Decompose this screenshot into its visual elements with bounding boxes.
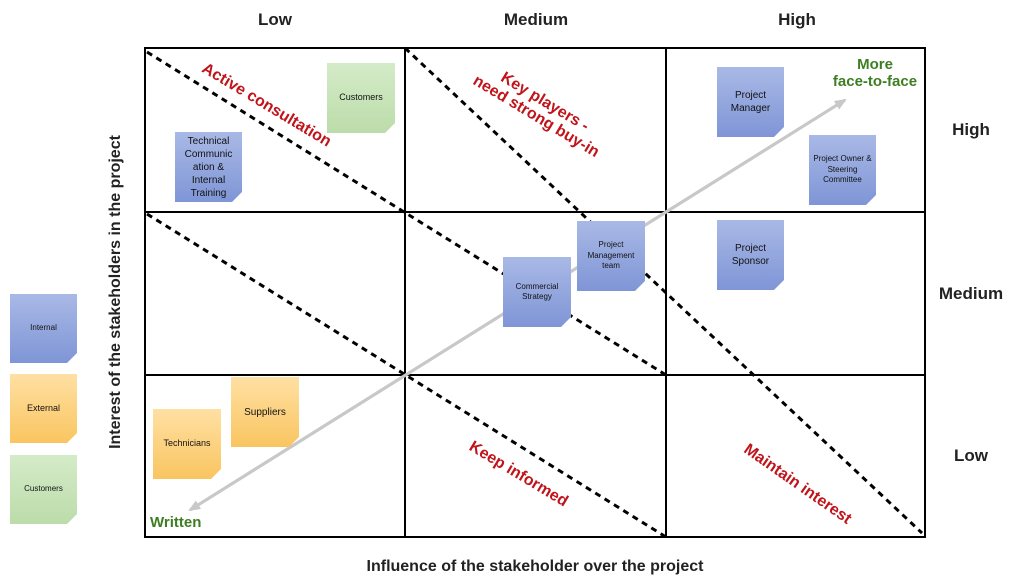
note-project-manager: Project Manager bbox=[717, 67, 784, 137]
matrix-border bbox=[144, 47, 926, 538]
note-commercial-strategy: Commercial Strategy bbox=[503, 257, 571, 327]
note-technical-communication: Technical Communic ation & Internal Trai… bbox=[175, 132, 242, 202]
note-project-sponsor: Project Sponsor bbox=[717, 220, 784, 290]
note-technicians: Technicians bbox=[153, 409, 221, 479]
row-header-high: High bbox=[952, 120, 990, 139]
column-header-medium: Medium bbox=[503, 10, 569, 29]
legend-external: External bbox=[10, 374, 77, 443]
note-project-management-team: Project Management team bbox=[577, 221, 645, 291]
note-project-owner: Project Owner & Steering Committee bbox=[809, 135, 876, 205]
dashed-divider-3 bbox=[146, 212, 667, 539]
column-header-high: High bbox=[778, 10, 816, 29]
note-suppliers: Suppliers bbox=[231, 377, 299, 447]
dashed-divider-2 bbox=[403, 46, 924, 535]
dashed-divider-1 bbox=[146, 50, 667, 377]
arrow-label-more: More bbox=[857, 56, 893, 73]
note-customers: Customers bbox=[327, 63, 395, 133]
arrow-label-written: Written bbox=[150, 514, 202, 531]
legend-internal: Internal bbox=[10, 294, 77, 363]
row-header-medium: Medium bbox=[938, 284, 1004, 303]
column-header-low: Low bbox=[258, 10, 292, 29]
row-header-low: Low bbox=[954, 446, 988, 465]
arrow-label-face-to-face: face-to-face bbox=[832, 73, 918, 91]
arrow-label-more-face-to-face: More face-to-face bbox=[820, 56, 930, 91]
y-axis-label: Interest of the stakeholders in the proj… bbox=[107, 135, 124, 449]
x-axis-label: Influence of the stakeholder over the pr… bbox=[366, 558, 704, 575]
legend-customers: Customers bbox=[10, 455, 77, 524]
